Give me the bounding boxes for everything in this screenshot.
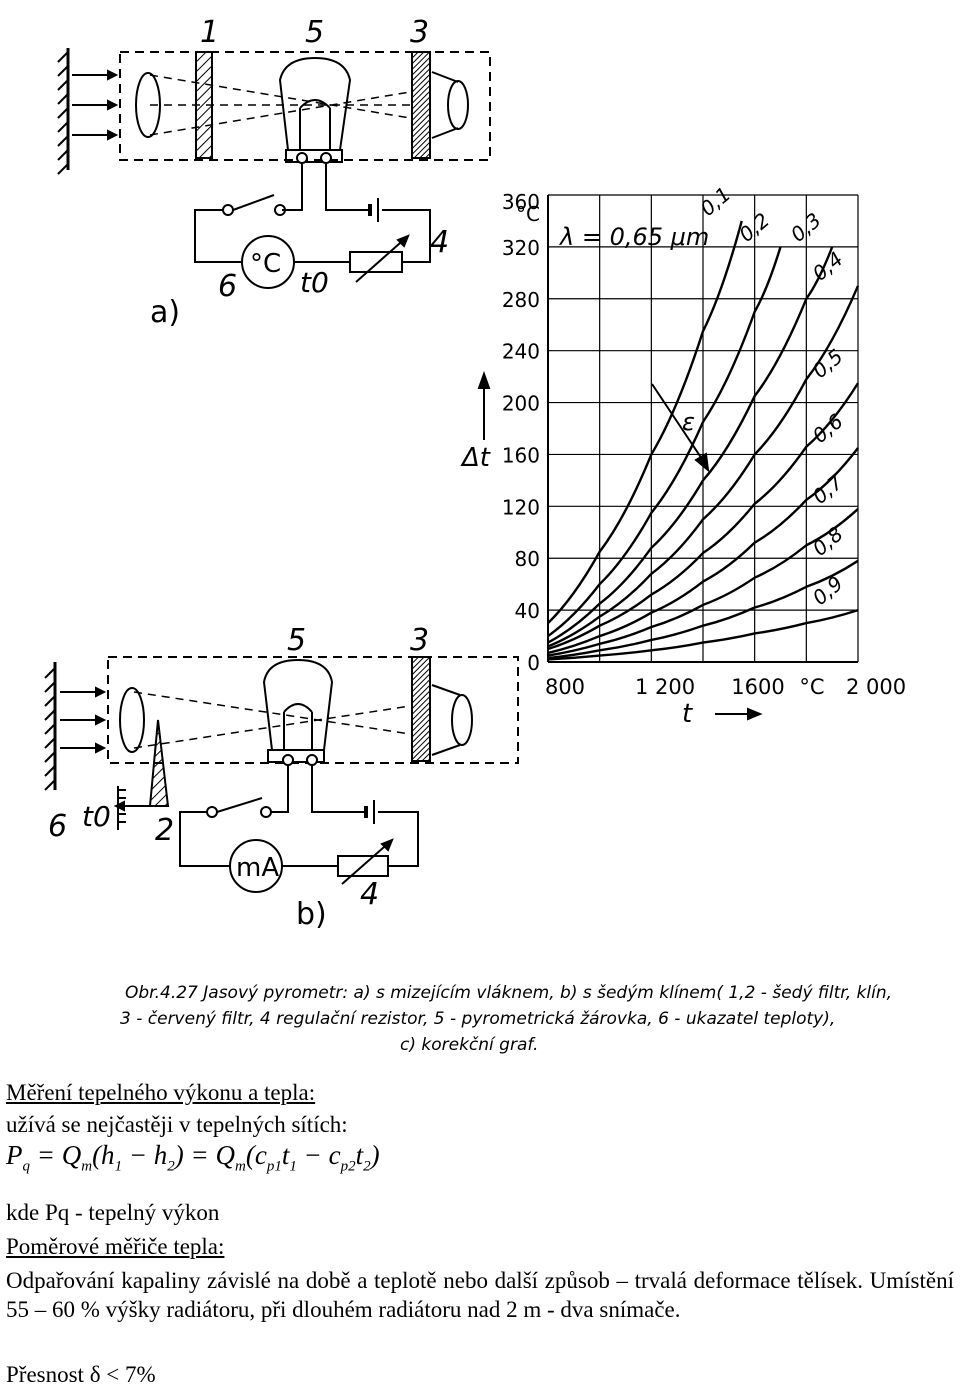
y-tick-label: 40 — [515, 599, 540, 623]
curve-label-9: 0,9 — [808, 571, 848, 610]
label-b-5: 5 — [287, 623, 306, 658]
curve-eps-2 — [547, 246, 782, 638]
heading-heat-measurement: Měření tepelného výkonu a tepla: — [6, 1080, 316, 1105]
caption-line-2: 3 - červený filtr, 4 regulační rezistor,… — [120, 1009, 835, 1029]
epsilon-label: ε — [682, 408, 695, 436]
curve-label-5: 0,5 — [808, 344, 848, 383]
curve-label-4: 0,4 — [808, 247, 848, 286]
heat-power-formula: Pq = Qm(h1 − h2) = Qm(cp1t1 − cp2t2) — [6, 1140, 380, 1175]
curve-label-1: 0,1 — [696, 182, 736, 221]
curve-label-7: 0,7 — [808, 470, 848, 509]
x-tick-label: 2 000 — [846, 675, 906, 699]
curve-eps-8 — [547, 559, 859, 660]
x-tick-label: 1 200 — [635, 675, 695, 699]
x-tick-label: 800 — [545, 675, 585, 699]
y-tick-label: 80 — [515, 547, 540, 571]
y-tick-label: 120 — [502, 495, 540, 519]
label-a-3: 3 — [410, 15, 429, 50]
label-b-6: 6 — [48, 809, 67, 844]
heading-ratio-meters: Poměrové měřiče tepla: — [6, 1234, 225, 1259]
y-tick-label: 160 — [502, 443, 540, 467]
curve-eps-1 — [547, 220, 743, 624]
y-tick-label: 200 — [502, 392, 540, 416]
meter-a-unit: °C — [250, 249, 281, 279]
label-a-t0: t0 — [300, 266, 329, 299]
label-a-1: 1 — [200, 15, 219, 50]
y-tick-label: 240 — [502, 340, 540, 364]
meter-b-unit: mA — [236, 853, 279, 883]
x-tick-label: °C — [799, 675, 824, 699]
kde-line: kde Pq - tepelný výkon — [6, 1200, 220, 1225]
x-tick-label: 1600 — [731, 675, 784, 699]
label-b-2: 2 — [155, 813, 174, 848]
label-b-t0: t0 — [82, 800, 111, 833]
curve-label-2: 0,2 — [734, 208, 774, 247]
curve-label-8: 0,8 — [808, 522, 848, 561]
diagram-b-labels: 5 3 2 4 6 t0 mA b) — [48, 623, 429, 932]
diagram-a-labels: 1 5 3 4 6 °C t0 a) — [150, 15, 449, 330]
chart-title: λ = 0,65 μm — [558, 223, 709, 251]
caption-line-1: Obr.4.27 Jasový pyrometr: a) s mizejícím… — [125, 983, 892, 1003]
diagram-b — [44, 656, 519, 893]
curve-eps-6 — [547, 447, 859, 655]
label-a-5: 5 — [305, 15, 324, 50]
y-axis-label: Δt — [460, 443, 491, 473]
curve-eps-5 — [547, 382, 860, 651]
panel-a-label: a) — [150, 295, 180, 330]
y-tick-label: 280 — [502, 288, 540, 312]
caption-line-3: c) korekční graf. — [400, 1035, 538, 1055]
y-tick-label: 360 — [502, 190, 540, 214]
curve-eps-9 — [547, 608, 859, 661]
y-tick-label: °C — [516, 202, 540, 226]
diagram-a — [57, 48, 491, 289]
label-b-3: 3 — [410, 623, 429, 658]
curve-label-3: 0,3 — [786, 208, 826, 247]
curve-eps-3 — [547, 246, 834, 644]
figure-caption: Obr.4.27 Jasový pyrometr: a) s mizejícím… — [120, 983, 892, 1055]
accuracy-line: Přesnost δ < 7% — [6, 1362, 156, 1387]
panel-b-label: b) — [296, 897, 327, 932]
correction-chart: 0,10,2 0,30,4 0,5 0,6 0,7 0,8 0,9 0 40 80 120 160 2… — [460, 182, 906, 729]
paragraph-evaporation: Odpařování kapaliny závislé na době a te… — [6, 1268, 954, 1322]
label-b-4: 4 — [360, 877, 379, 912]
pyrometer-figure: 1 5 3 4 6 °C t0 a) — [44, 15, 906, 1055]
curve-label-6: 0,6 — [808, 409, 848, 448]
y-tick-label: 0 — [527, 651, 540, 675]
axis-arrows — [477, 371, 763, 721]
y-tick-label: 320 — [502, 236, 540, 260]
label-a-4: 4 — [430, 225, 449, 260]
x-axis-label: t — [682, 699, 693, 729]
intro-line: užívá se nejčastěji v tepelných sítích: — [6, 1112, 348, 1137]
chart-grid — [547, 194, 859, 663]
label-a-6: 6 — [218, 269, 237, 304]
curve-eps-4 — [547, 285, 860, 648]
curve-eps-7 — [547, 508, 859, 657]
